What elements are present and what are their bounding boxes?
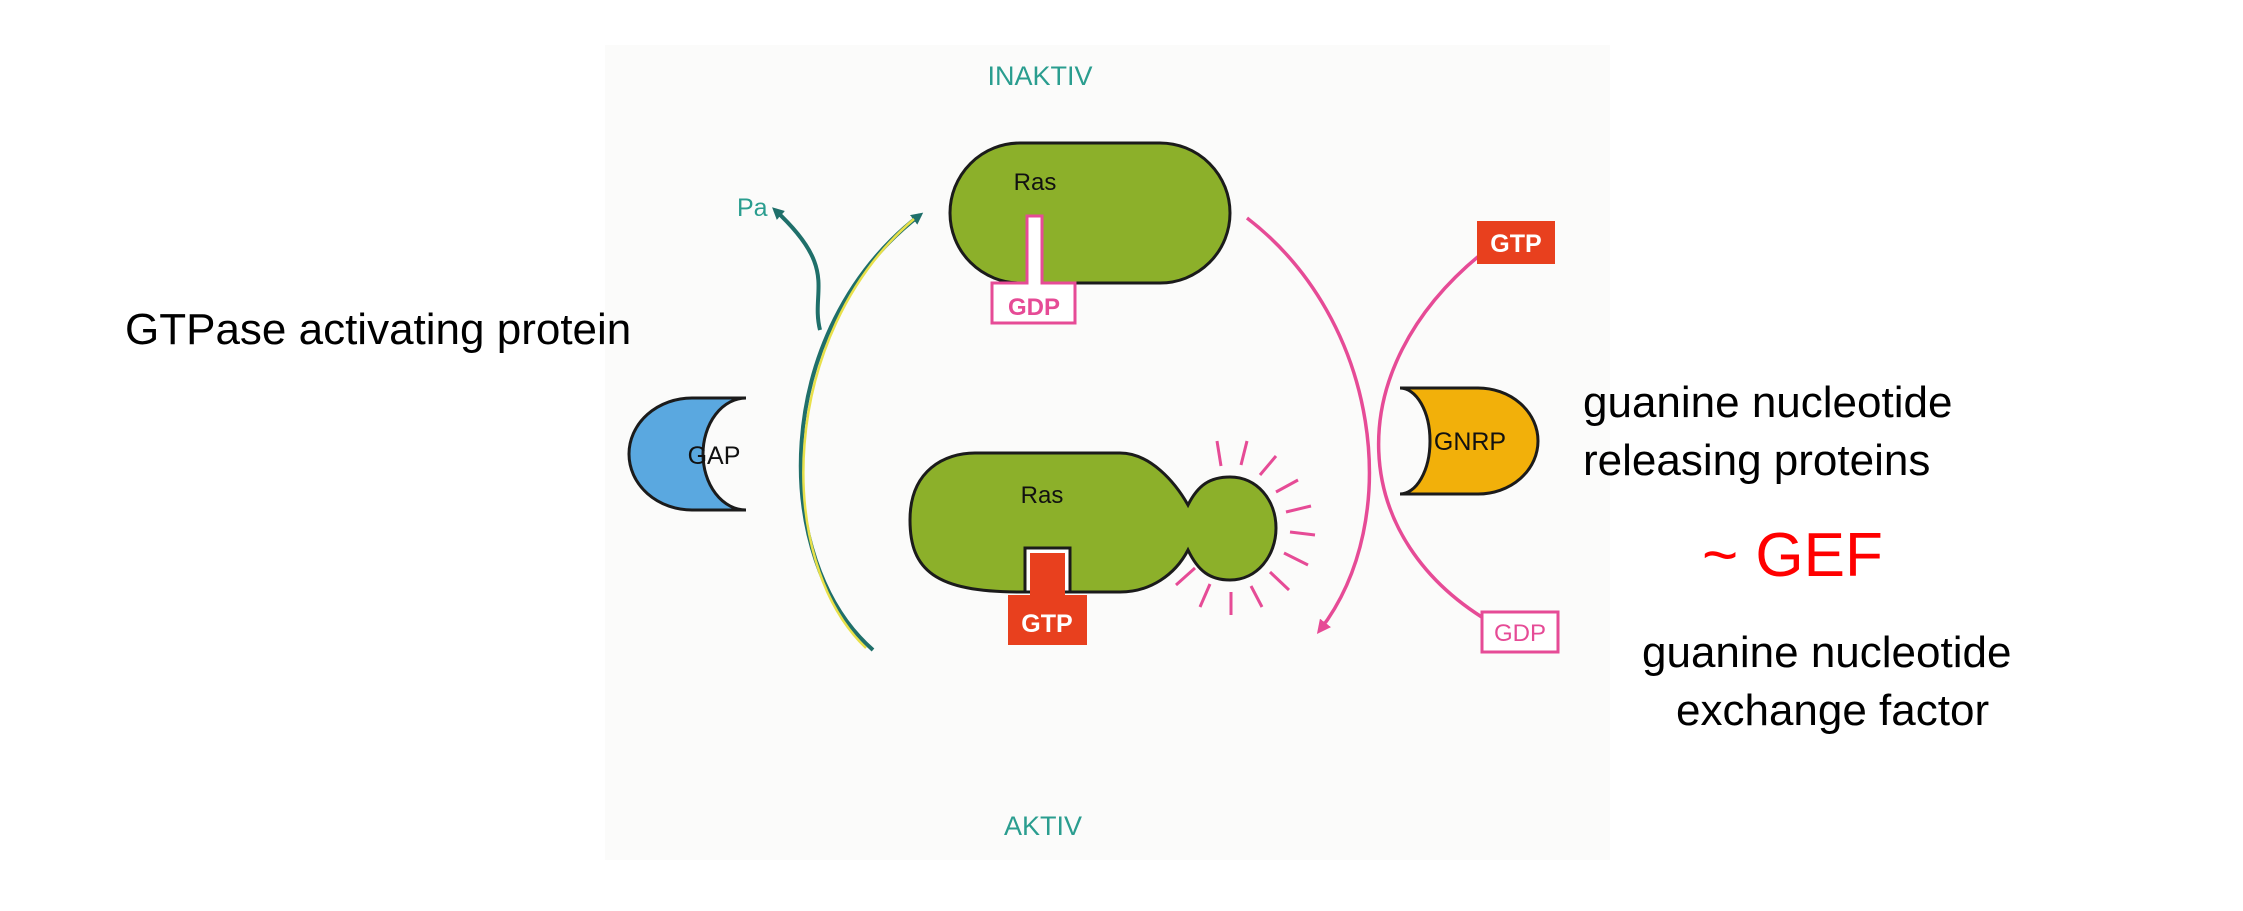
gef-full-name-line1: guanine nucleotide xyxy=(1642,628,2012,677)
ras-active-label: Ras xyxy=(1021,482,1064,509)
gef-full-name-line2: exchange factor xyxy=(1676,686,1990,735)
gtp-incoming-box xyxy=(1477,221,1555,264)
gap-protein xyxy=(627,396,747,512)
gnrp-full-name-line2: releasing proteins xyxy=(1583,436,1931,485)
gnrp-full-name-line1: guanine nucleotide xyxy=(1583,378,1953,427)
exchange-arrow xyxy=(1245,216,1372,634)
pa-release-arrow xyxy=(772,207,822,331)
gef-abbreviation: ~ GEF xyxy=(1702,521,1883,590)
gtp-bound-marker xyxy=(1008,553,1087,645)
gnrp-protein xyxy=(1399,386,1540,496)
gap-full-name: GTPase activating protein xyxy=(125,305,632,354)
ras-inactive-label: Ras xyxy=(1014,169,1057,196)
gap-label: GAP xyxy=(688,442,741,470)
active-state-label: AKTIV xyxy=(1004,811,1082,841)
gtp-bound-label: GTP xyxy=(1021,610,1072,638)
phosphate-label: Pa xyxy=(737,194,768,222)
activation-glow xyxy=(1174,440,1316,615)
gdp-bound-marker xyxy=(990,214,1077,325)
ras-inactive-shape xyxy=(948,141,1232,285)
gnrp-label: GNRP xyxy=(1434,428,1506,456)
gap-hydrolysis-arrow xyxy=(798,212,924,652)
gtp-incoming-label: GTP xyxy=(1490,230,1541,258)
gtp-gdp-exchange-arrow xyxy=(1376,253,1500,628)
gdp-released-label: GDP xyxy=(1494,620,1546,647)
gdp-released-box xyxy=(1480,610,1560,654)
gdp-bound-label: GDP xyxy=(1008,294,1060,321)
inactive-state-label: INAKTIV xyxy=(987,61,1092,91)
